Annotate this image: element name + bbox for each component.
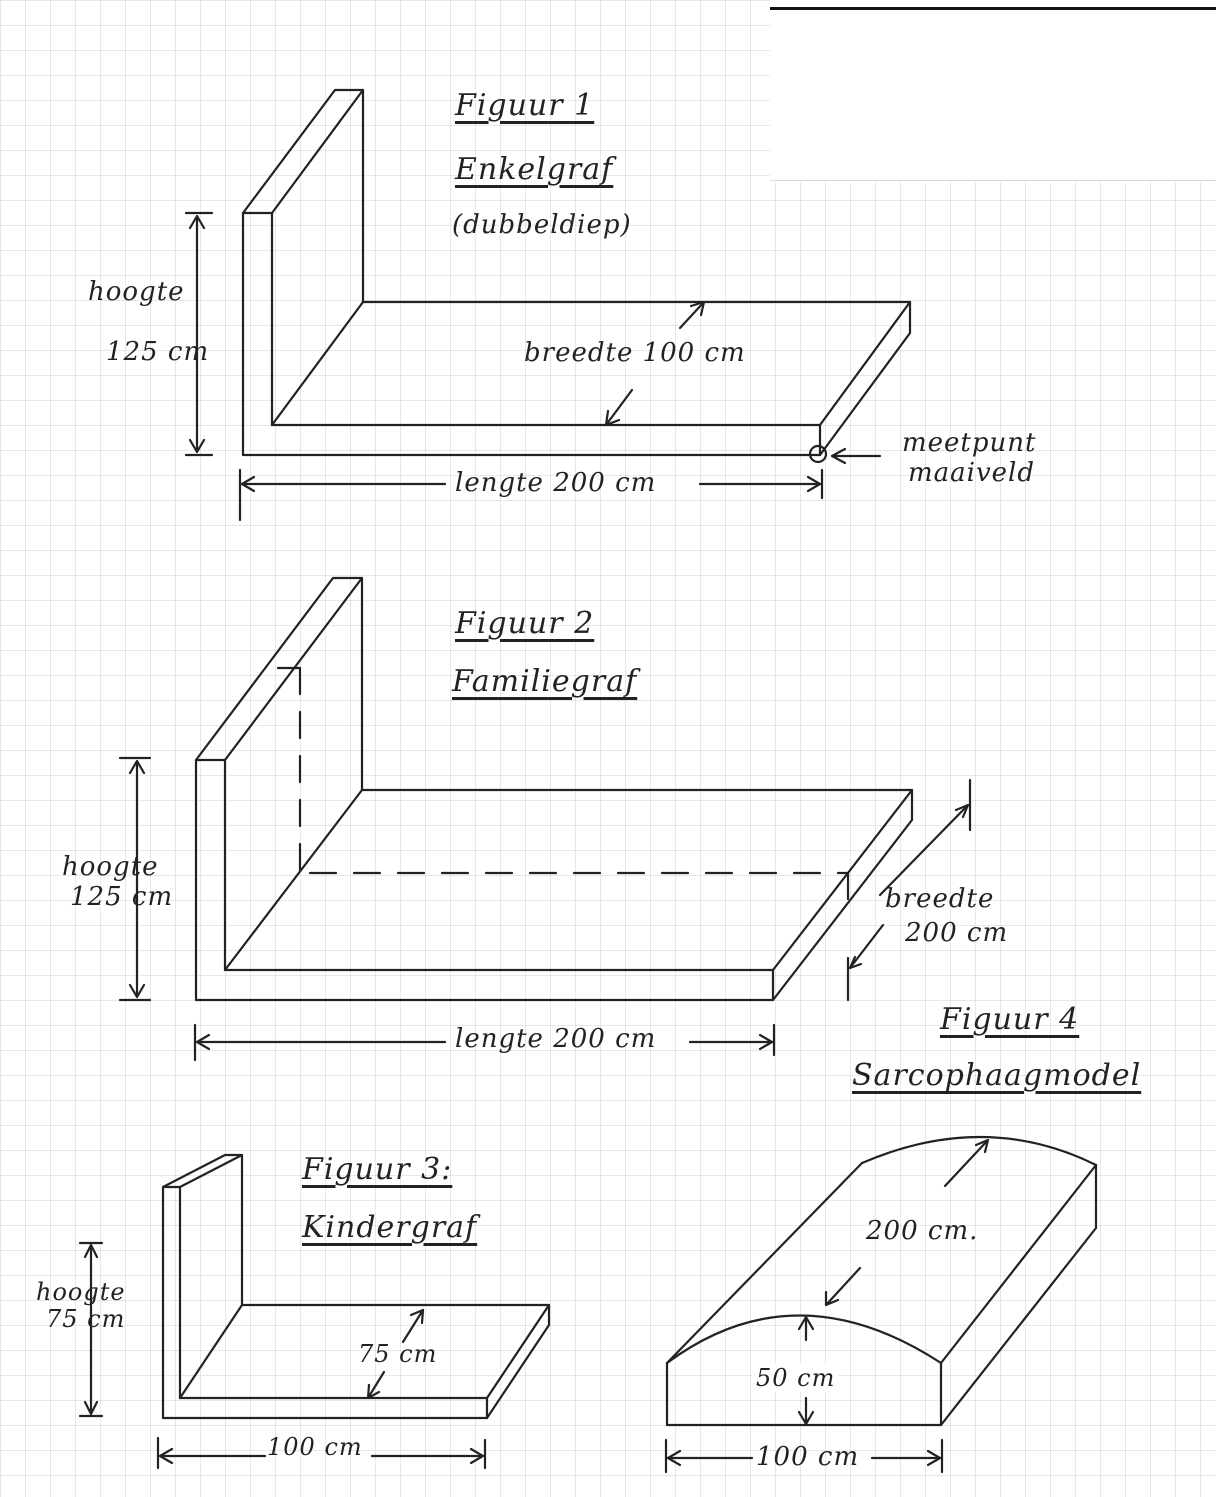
figure2-grave-body <box>194 576 914 1002</box>
figure3-width-arrows <box>366 1308 425 1400</box>
patch-grid-line <box>770 180 1216 181</box>
figure3-width-label: 75 cm <box>358 1340 438 1368</box>
figure4-title: Figuur 4 <box>940 1002 1080 1037</box>
figure3-height-word: hoogte <box>36 1278 126 1306</box>
figure3-title: Figuur 3: <box>302 1152 453 1187</box>
figure4-subtitle: Sarcophaagmodel <box>852 1058 1142 1093</box>
figure2-height-word: hoogte <box>62 852 159 882</box>
figure2-title: Figuur 2 <box>455 606 595 641</box>
figure4-height-arrows <box>797 1315 815 1426</box>
figure3-height-dimension <box>78 1241 104 1418</box>
figure2-width-word: breedte <box>885 884 995 914</box>
figure1-marker-line1: meetpunt <box>902 428 1037 458</box>
figure2-height-value: 125 cm <box>70 882 174 912</box>
figure4-length-arrows <box>824 1138 990 1307</box>
figure1-length-dimension <box>238 468 824 522</box>
figure2-length-dimension <box>193 1023 776 1062</box>
figure2-subtitle: Familiegraf <box>452 664 638 699</box>
figure1-length-label: lengte 200 cm <box>455 468 657 498</box>
figure4-length-label: 200 cm. <box>866 1216 979 1246</box>
figure1-height-dimension <box>184 211 214 457</box>
figure2-dashed-divider <box>298 666 850 907</box>
paper-patch <box>770 0 1216 182</box>
figure1-grave-body <box>241 88 912 457</box>
figure3-height-value: 75 cm <box>46 1305 126 1333</box>
figure1-subtitle: Enkelgraf <box>455 152 614 187</box>
figure4-height-label: 50 cm <box>752 1364 840 1392</box>
figure3-length-dimension <box>156 1436 487 1470</box>
figure1-height-word: hoogte <box>88 277 185 307</box>
patch-edge-line <box>770 7 1216 10</box>
figure4-width-dimension <box>664 1438 944 1474</box>
figure2-height-dimension <box>118 756 152 1002</box>
figure3-length-label: 100 cm <box>267 1433 363 1461</box>
figure1-meetpunt-marker <box>808 444 882 465</box>
figure1-title: Figuur 1 <box>455 88 595 123</box>
figure3-subtitle: Kindergraf <box>302 1210 478 1245</box>
figure2-width-value: 200 cm <box>905 918 1009 948</box>
figure3-grave-body <box>161 1153 551 1420</box>
figure4-sarcophagus-body <box>665 1135 1098 1427</box>
figure2-width-dimension <box>846 778 972 1002</box>
figure1-marker-line2: maaiveld <box>908 458 1036 488</box>
figure2-length-label: lengte 200 cm <box>455 1024 657 1054</box>
figure1-width-arrows <box>604 300 706 427</box>
figure1-width-label: breedte 100 cm <box>524 338 746 368</box>
figure1-height-value: 125 cm <box>106 337 210 367</box>
figure4-width-label: 100 cm <box>756 1442 860 1472</box>
figure1-note: (dubbeldiep) <box>452 210 632 240</box>
